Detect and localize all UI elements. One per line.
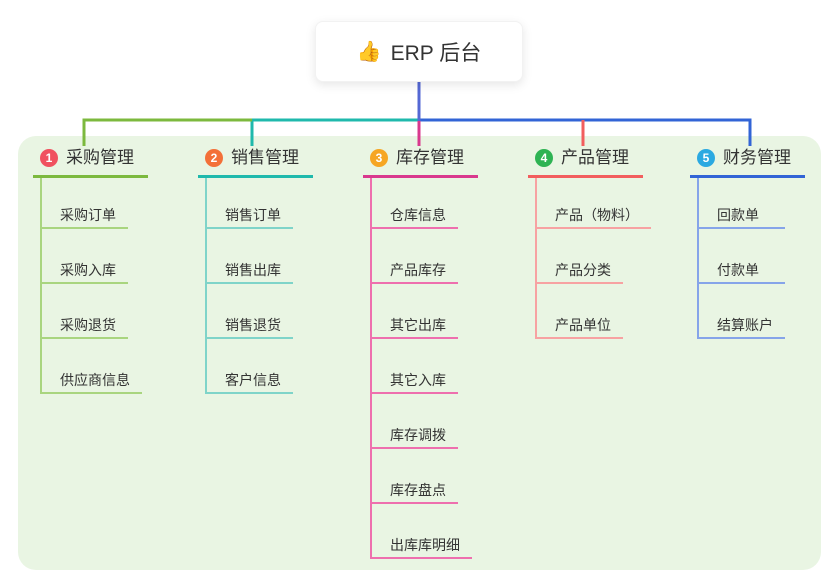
branch-product-title: 产品管理 <box>561 148 629 167</box>
badge-3-icon: 3 <box>370 149 388 167</box>
badge-2-icon: 2 <box>205 149 223 167</box>
node-warehouse-info[interactable]: 仓库信息 <box>372 178 458 229</box>
node-sales-outbound[interactable]: 销售出库 <box>207 229 293 284</box>
node-sales-return[interactable]: 销售退货 <box>207 284 293 339</box>
badge-1-icon: 1 <box>40 149 58 167</box>
branch-finance-title: 财务管理 <box>723 148 791 167</box>
root-node[interactable]: 👍 ERP 后台 <box>315 21 523 82</box>
node-stock-transfer[interactable]: 库存调拨 <box>372 394 458 449</box>
branch-procurement-children: 采购订单 采购入库 采购退货 供应商信息 <box>40 178 142 394</box>
branch-sales-header[interactable]: 2 销售管理 <box>198 146 313 178</box>
branch-finance: 5 财务管理 回款单 付款单 结算账户 <box>690 146 805 339</box>
node-settlement-account[interactable]: 结算账户 <box>699 284 785 339</box>
branch-inventory-title: 库存管理 <box>396 148 464 167</box>
node-purchase-inbound[interactable]: 采购入库 <box>42 229 128 284</box>
branch-sales-children: 销售订单 销售出库 销售退货 客户信息 <box>205 178 293 394</box>
branch-sales: 2 销售管理 销售订单 销售出库 销售退货 客户信息 <box>198 146 313 394</box>
node-payment-doc[interactable]: 付款单 <box>699 229 785 284</box>
root-title: ERP 后台 <box>390 41 482 65</box>
node-product-unit[interactable]: 产品单位 <box>537 284 623 339</box>
node-product-stock[interactable]: 产品库存 <box>372 229 458 284</box>
branch-product-children: 产品（物料） 产品分类 产品单位 <box>535 178 651 339</box>
node-supplier-info[interactable]: 供应商信息 <box>42 339 142 394</box>
thumbs-up-icon: 👍 <box>356 41 382 63</box>
branch-procurement-header[interactable]: 1 采购管理 <box>33 146 148 178</box>
node-purchase-return[interactable]: 采购退货 <box>42 284 128 339</box>
node-product-category[interactable]: 产品分类 <box>537 229 623 284</box>
mindmap-group-background <box>18 136 821 570</box>
branch-inventory: 3 库存管理 仓库信息 产品库存 其它出库 其它入库 库存调拨 库存盘点 出库库… <box>363 146 478 559</box>
branch-inventory-children: 仓库信息 产品库存 其它出库 其它入库 库存调拨 库存盘点 出库库明细 <box>370 178 472 559</box>
node-receipt-doc[interactable]: 回款单 <box>699 178 785 229</box>
node-sales-order[interactable]: 销售订单 <box>207 178 293 229</box>
node-other-inbound[interactable]: 其它入库 <box>372 339 458 394</box>
branch-product: 4 产品管理 产品（物料） 产品分类 产品单位 <box>528 146 651 339</box>
node-product-material[interactable]: 产品（物料） <box>537 178 651 229</box>
branch-inventory-header[interactable]: 3 库存管理 <box>363 146 478 178</box>
branch-finance-header[interactable]: 5 财务管理 <box>690 146 805 178</box>
node-stock-count[interactable]: 库存盘点 <box>372 449 458 504</box>
node-customer-info[interactable]: 客户信息 <box>207 339 293 394</box>
branch-procurement-title: 采购管理 <box>66 148 134 167</box>
branch-product-header[interactable]: 4 产品管理 <box>528 146 643 178</box>
branch-procurement: 1 采购管理 采购订单 采购入库 采购退货 供应商信息 <box>33 146 148 394</box>
badge-5-icon: 5 <box>697 149 715 167</box>
badge-4-icon: 4 <box>535 149 553 167</box>
branch-sales-title: 销售管理 <box>231 148 299 167</box>
node-purchase-order[interactable]: 采购订单 <box>42 178 128 229</box>
node-other-outbound[interactable]: 其它出库 <box>372 284 458 339</box>
node-outbound-detail[interactable]: 出库库明细 <box>372 504 472 559</box>
branch-finance-children: 回款单 付款单 结算账户 <box>697 178 785 339</box>
